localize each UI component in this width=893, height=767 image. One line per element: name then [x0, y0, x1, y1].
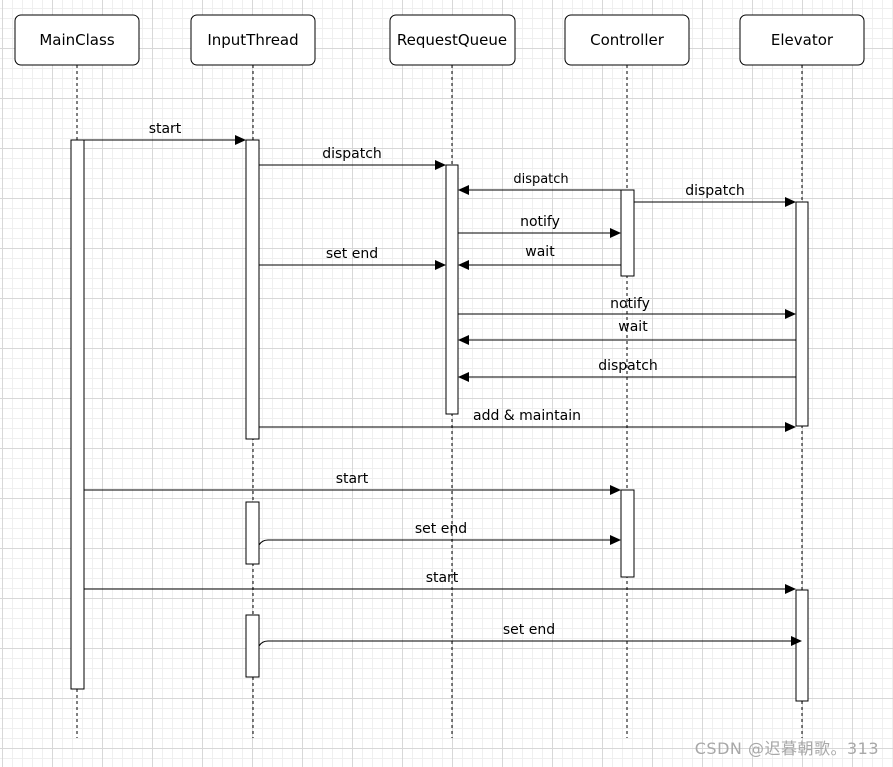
message-dispatch-elevator: dispatch [634, 183, 796, 207]
message-label: start [149, 121, 182, 137]
message-notify-elevator: notify [458, 296, 796, 319]
watermark: CSDN @迟暮朝歌。313 [694, 739, 879, 758]
participant-label: RequestQueue [397, 31, 507, 49]
message-label: dispatch [513, 172, 568, 187]
message-label: set end [415, 521, 467, 537]
message-label: set end [503, 622, 555, 638]
message-label: dispatch [598, 358, 658, 374]
participant-inputthread[interactable]: InputThread [190, 14, 316, 66]
message-label: start [426, 570, 459, 586]
activation-bar [795, 589, 809, 702]
message-set-end-controller: set end [258, 521, 621, 546]
participant-label: InputThread [207, 31, 298, 49]
participant-label: MainClass [39, 31, 114, 49]
activation-bar [445, 164, 459, 415]
message-dispatch-from-controller: dispatch [458, 172, 621, 195]
message-label: wait [618, 319, 648, 335]
activation-bar [795, 201, 809, 427]
activation-bar [620, 489, 635, 578]
message-wait-from-elevator: wait [458, 319, 796, 345]
message-notify-controller: notify [458, 214, 621, 238]
participant-controller[interactable]: Controller [564, 14, 690, 66]
message-start-controller: start [84, 471, 621, 495]
participant-label: Elevator [771, 31, 834, 49]
message-label: dispatch [685, 183, 745, 199]
activation-bar [70, 139, 85, 690]
message-label: set end [326, 246, 378, 262]
message-label: notify [520, 214, 560, 230]
participant-requestqueue[interactable]: RequestQueue [389, 14, 516, 66]
message-label: dispatch [322, 146, 382, 162]
message-start-inputthread: start [84, 121, 246, 145]
message-start-elevator: start [84, 570, 796, 594]
message-dispatch-from-elevator: dispatch [458, 358, 796, 382]
participant-elevator[interactable]: Elevator [739, 14, 865, 66]
message-label: wait [525, 244, 555, 260]
message-label: add & maintain [473, 408, 581, 424]
message-label: start [336, 471, 369, 487]
message-add-maintain-elevator: add & maintain [259, 408, 796, 432]
participant-mainclass[interactable]: MainClass [14, 14, 140, 66]
activation-bar [245, 501, 260, 565]
message-label: notify [610, 296, 650, 312]
activation-bar [620, 189, 635, 277]
activation-bar [245, 614, 260, 678]
message-dispatch-requestqueue: dispatch [259, 146, 446, 170]
message-set-end-requestqueue: set end [259, 246, 446, 270]
participant-label: Controller [590, 31, 665, 49]
message-set-end-elevator: set end [258, 622, 802, 647]
activation-bar [245, 139, 260, 440]
message-wait-requestqueue: wait [458, 244, 621, 270]
